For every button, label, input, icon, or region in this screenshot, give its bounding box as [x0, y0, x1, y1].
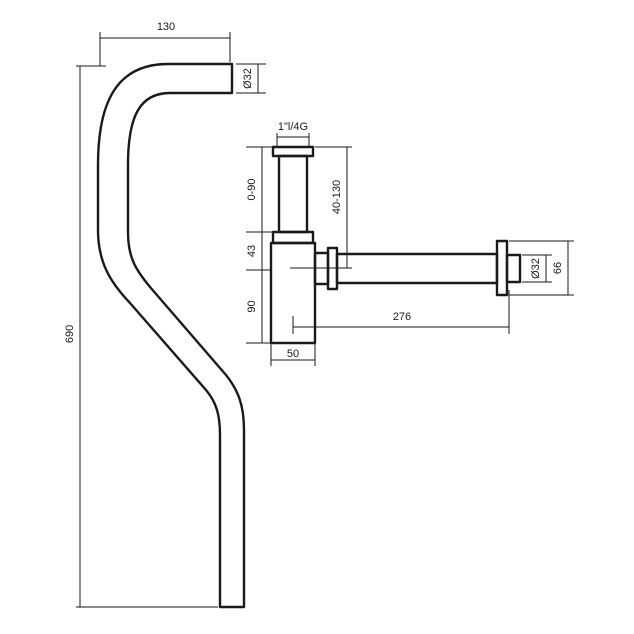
dim-body-width-label: 50 — [287, 348, 299, 360]
dim-thread-label: 1"l/4G — [278, 121, 308, 133]
trap-body — [269, 241, 317, 345]
inlet-cap — [271, 145, 315, 158]
dim-pipe-diameter-label: Ø32 — [242, 68, 254, 89]
outlet-pipe — [335, 252, 499, 285]
dim-outlet-diameter-label: Ø32 — [530, 258, 542, 279]
dim-pipe-diameter: Ø32 — [236, 63, 266, 94]
dim-wall-adjust: 40-130 — [315, 146, 352, 269]
bottle-trap — [269, 145, 522, 345]
dim-adjust-height-label: 0-90 — [246, 178, 258, 200]
dim-rosette-label: 66 — [552, 262, 564, 274]
wall-rosette — [495, 239, 509, 297]
dim-pipe-width: 130 — [99, 21, 231, 66]
inlet-tube — [277, 154, 309, 234]
dim-outlet-length-label: 276 — [393, 311, 411, 323]
adjust-collar — [271, 230, 315, 245]
dim-collar-height-label: 43 — [246, 245, 258, 257]
s-pipe — [96, 62, 246, 609]
dim-thread: 1"l/4G — [276, 121, 310, 147]
dim-pipe-height: 690 — [64, 65, 218, 608]
dim-pipe-height-label: 690 — [64, 325, 76, 343]
wall-stub — [505, 253, 522, 284]
dim-outlet-length: 276 — [292, 290, 510, 334]
dim-wall-adjust-label: 40-130 — [331, 180, 343, 214]
dim-body-width: 50 — [270, 344, 316, 366]
dim-pipe-width-label: 130 — [157, 21, 175, 33]
dim-rosette: 66 — [509, 240, 574, 296]
dim-trap-heights: 0-90 43 90 — [246, 146, 272, 344]
s-pipe-outline — [96, 62, 246, 609]
dim-outlet-diameter: Ø32 — [522, 254, 552, 283]
dim-body-height-label: 90 — [246, 300, 258, 312]
